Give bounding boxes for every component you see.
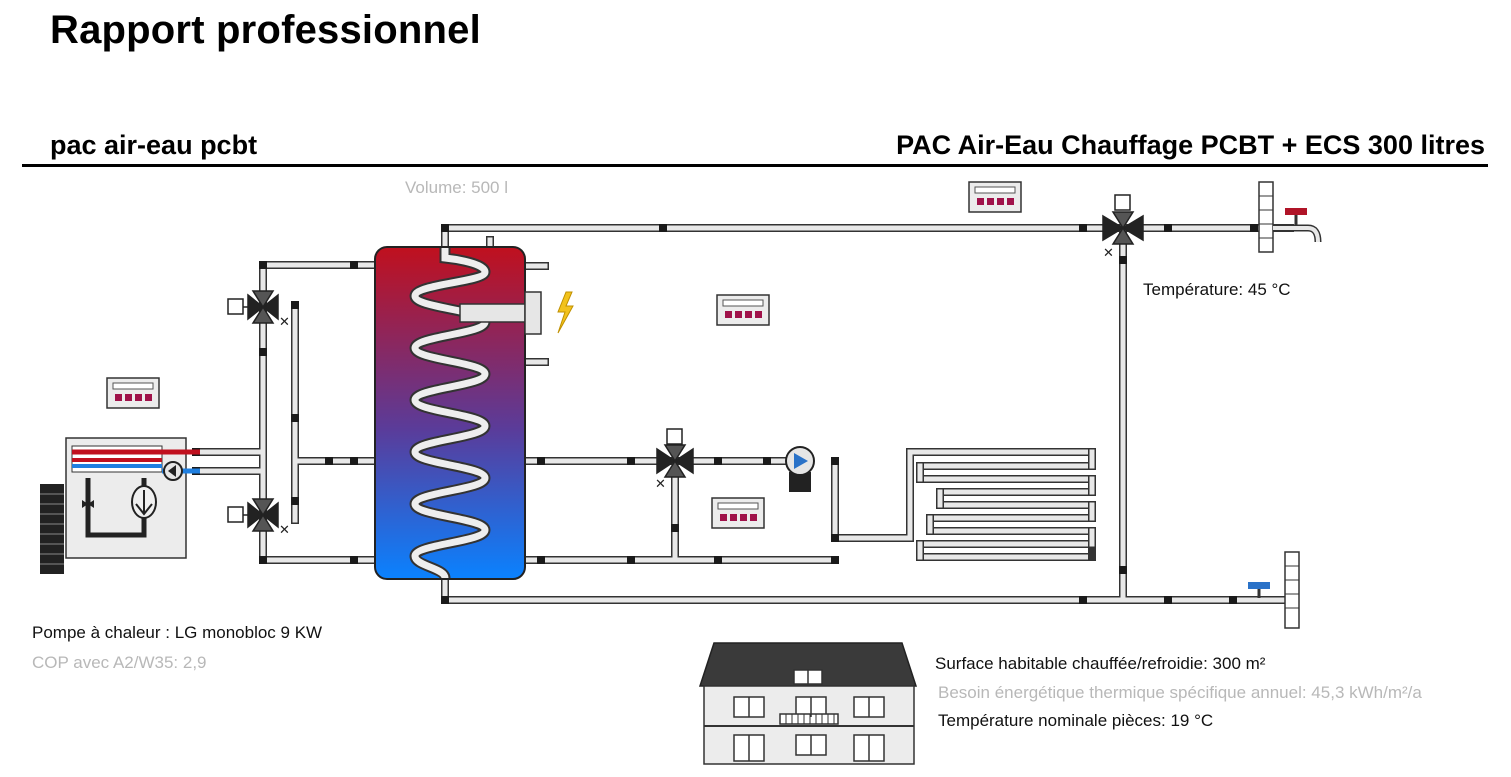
- heated-area-label: Surface habitable chauffée/refroidie: 30…: [935, 654, 1266, 673]
- lightning-icon: [557, 291, 574, 334]
- dhw-temperature-label: Température: 45 °C: [1143, 280, 1291, 299]
- underfloor-heating-loops: [916, 448, 1096, 561]
- hot-water-tap: [1258, 181, 1322, 253]
- svg-text:✕: ✕: [279, 315, 290, 330]
- valve-icon: ✕: [227, 290, 290, 330]
- controller-icon: [106, 377, 160, 409]
- house-icon: [698, 642, 918, 765]
- circulation-pump: [785, 446, 815, 492]
- valve-icon: ✕: [655, 428, 694, 492]
- room-temperature-label: Température nominale pièces: 19 °C: [938, 711, 1214, 730]
- storage-tank: [374, 246, 574, 580]
- play-icon: [794, 453, 808, 469]
- controller-icon: [716, 294, 770, 326]
- pipe-network: [196, 224, 1294, 604]
- heat-pump-cop-label: COP avec A2/W35: 2,9: [32, 653, 207, 672]
- valve-icon: ✕: [227, 498, 290, 538]
- svg-text:✕: ✕: [279, 523, 290, 538]
- project-name: pac air-eau pcbt: [50, 130, 258, 160]
- electric-heating-element: [459, 303, 526, 323]
- controller-icon: [711, 497, 765, 529]
- page-title: Rapport professionnel: [50, 8, 481, 52]
- three-way-valves: ✕ ✕ ✕ ✕: [227, 194, 1144, 538]
- controller-boxes: [106, 181, 1022, 529]
- system-description: PAC Air-Eau Chauffage PCBT + ECS 300 lit…: [896, 130, 1485, 160]
- header-divider: [22, 164, 1488, 167]
- svg-text:✕: ✕: [1103, 246, 1114, 261]
- valve-icon: ✕: [1102, 194, 1144, 261]
- heat-pump-model-label: Pompe à chaleur : LG monobloc 9 KW: [32, 623, 323, 642]
- pipe-joints: [192, 224, 1258, 604]
- svg-text:✕: ✕: [655, 477, 666, 492]
- energy-need-label: Besoin énergétique thermique spécifique …: [938, 683, 1422, 702]
- heat-pump-unit: [40, 437, 200, 574]
- tank-volume-label: Volume: 500 l: [405, 178, 509, 197]
- controller-icon: [968, 181, 1022, 213]
- cold-water-tap: [1248, 551, 1300, 629]
